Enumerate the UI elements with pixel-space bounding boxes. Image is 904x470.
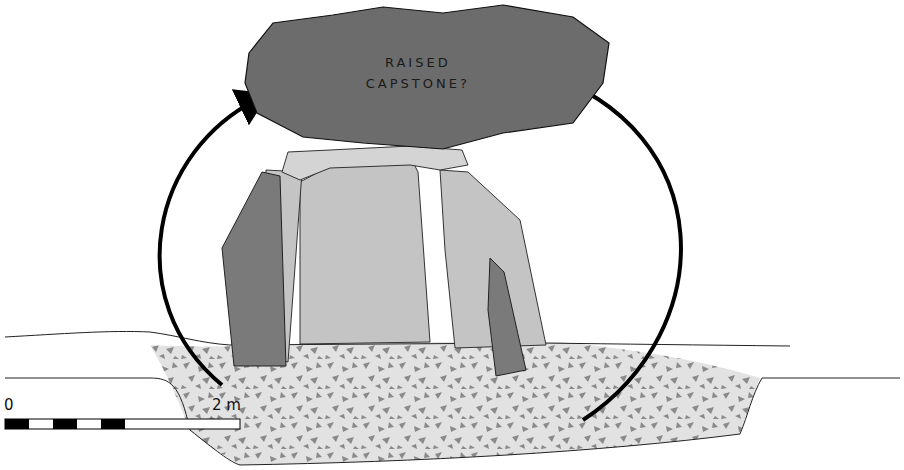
scale-label: 2 m [212,396,241,414]
capstone: RAISED CAPSTONE? [243,3,615,155]
capstone-label: RAISED CAPSTONE? [332,52,504,94]
scale-label: 0 [4,396,14,414]
